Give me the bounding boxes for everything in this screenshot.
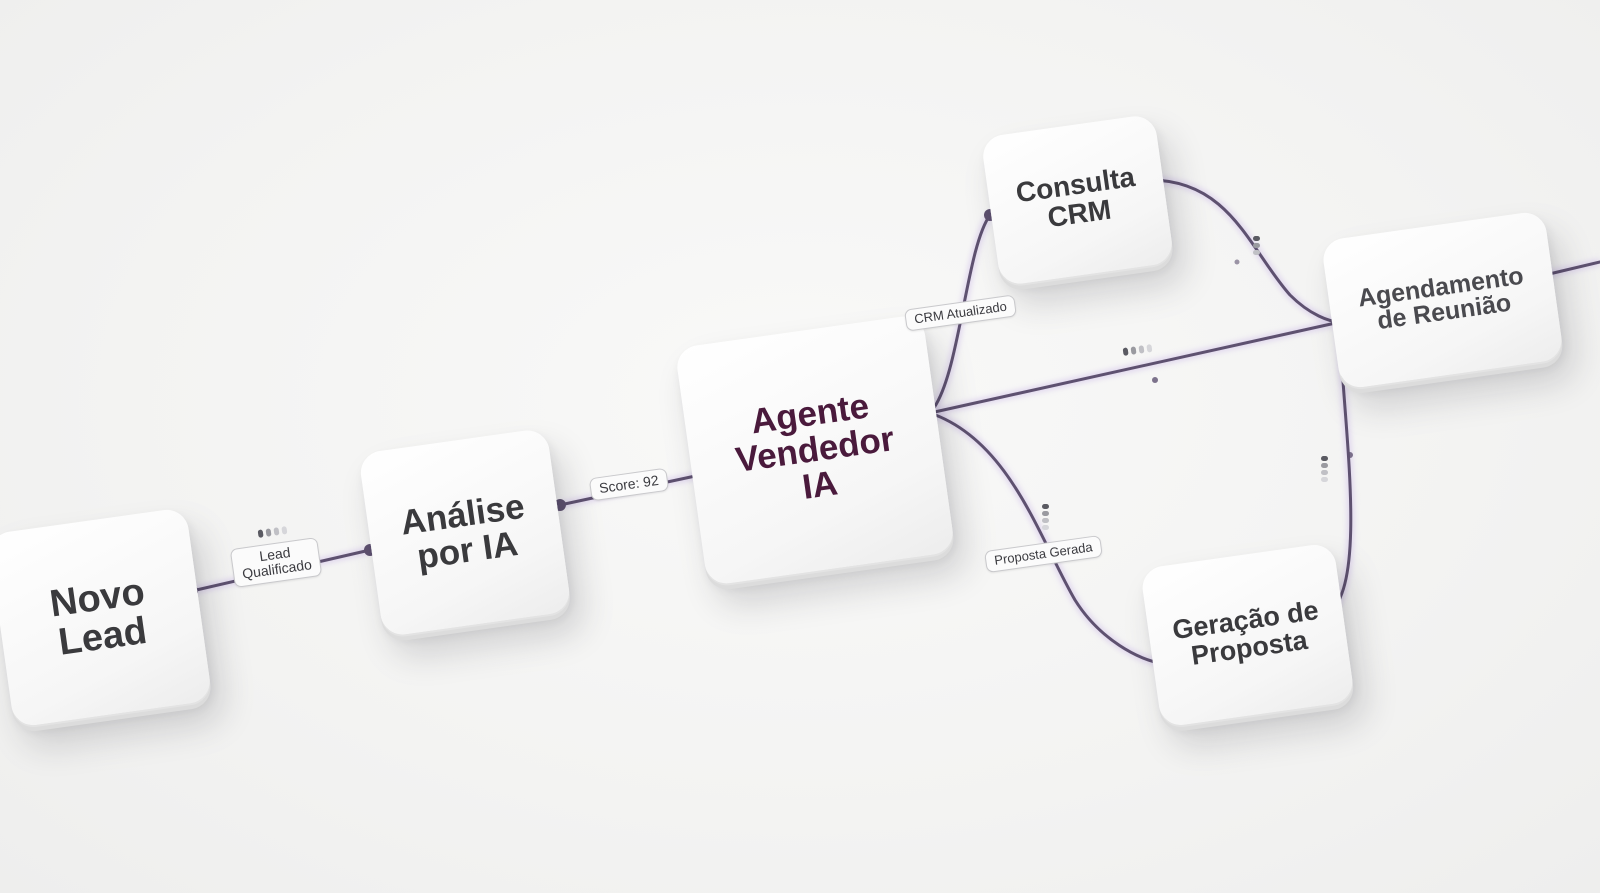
- node-agendamento[interactable]: Agendamento de Reunião: [1320, 210, 1565, 390]
- wire-agente-to-agendamento: [928, 320, 1342, 415]
- node-agendamento-label: Agendamento de Reunião: [1356, 261, 1526, 336]
- wire-agente-to-proposta: [928, 411, 1162, 665]
- node-geracao-proposta[interactable]: Geração de Proposta: [1139, 542, 1356, 728]
- flow-indicator-proposta: [1042, 504, 1049, 530]
- node-analise-ia[interactable]: Análise por IA: [358, 427, 572, 638]
- port-particle-1: [1152, 377, 1158, 383]
- flow-indicator-crm: [1253, 236, 1260, 255]
- wire-agendamento-out: [1543, 260, 1600, 277]
- node-novo-lead-label: Novo Lead: [47, 570, 150, 664]
- node-analise-ia-label: Análise por IA: [398, 486, 527, 577]
- port-particle-3: [1234, 259, 1240, 265]
- wire-crm-to-agendamento: [1148, 178, 1342, 324]
- node-agente-vendedor[interactable]: Agente Vendedor IA: [674, 313, 956, 587]
- port-particle-2: [1347, 452, 1353, 458]
- node-consulta-crm[interactable]: Consulta CRM: [980, 113, 1175, 287]
- node-geracao-proposta-label: Geração de Proposta: [1170, 595, 1321, 671]
- flow-indicator-return: [1321, 456, 1328, 482]
- node-consulta-crm-label: Consulta CRM: [1013, 161, 1137, 234]
- node-agente-vendedor-label: Agente Vendedor IA: [733, 386, 897, 507]
- node-novo-lead[interactable]: Novo Lead: [0, 507, 213, 728]
